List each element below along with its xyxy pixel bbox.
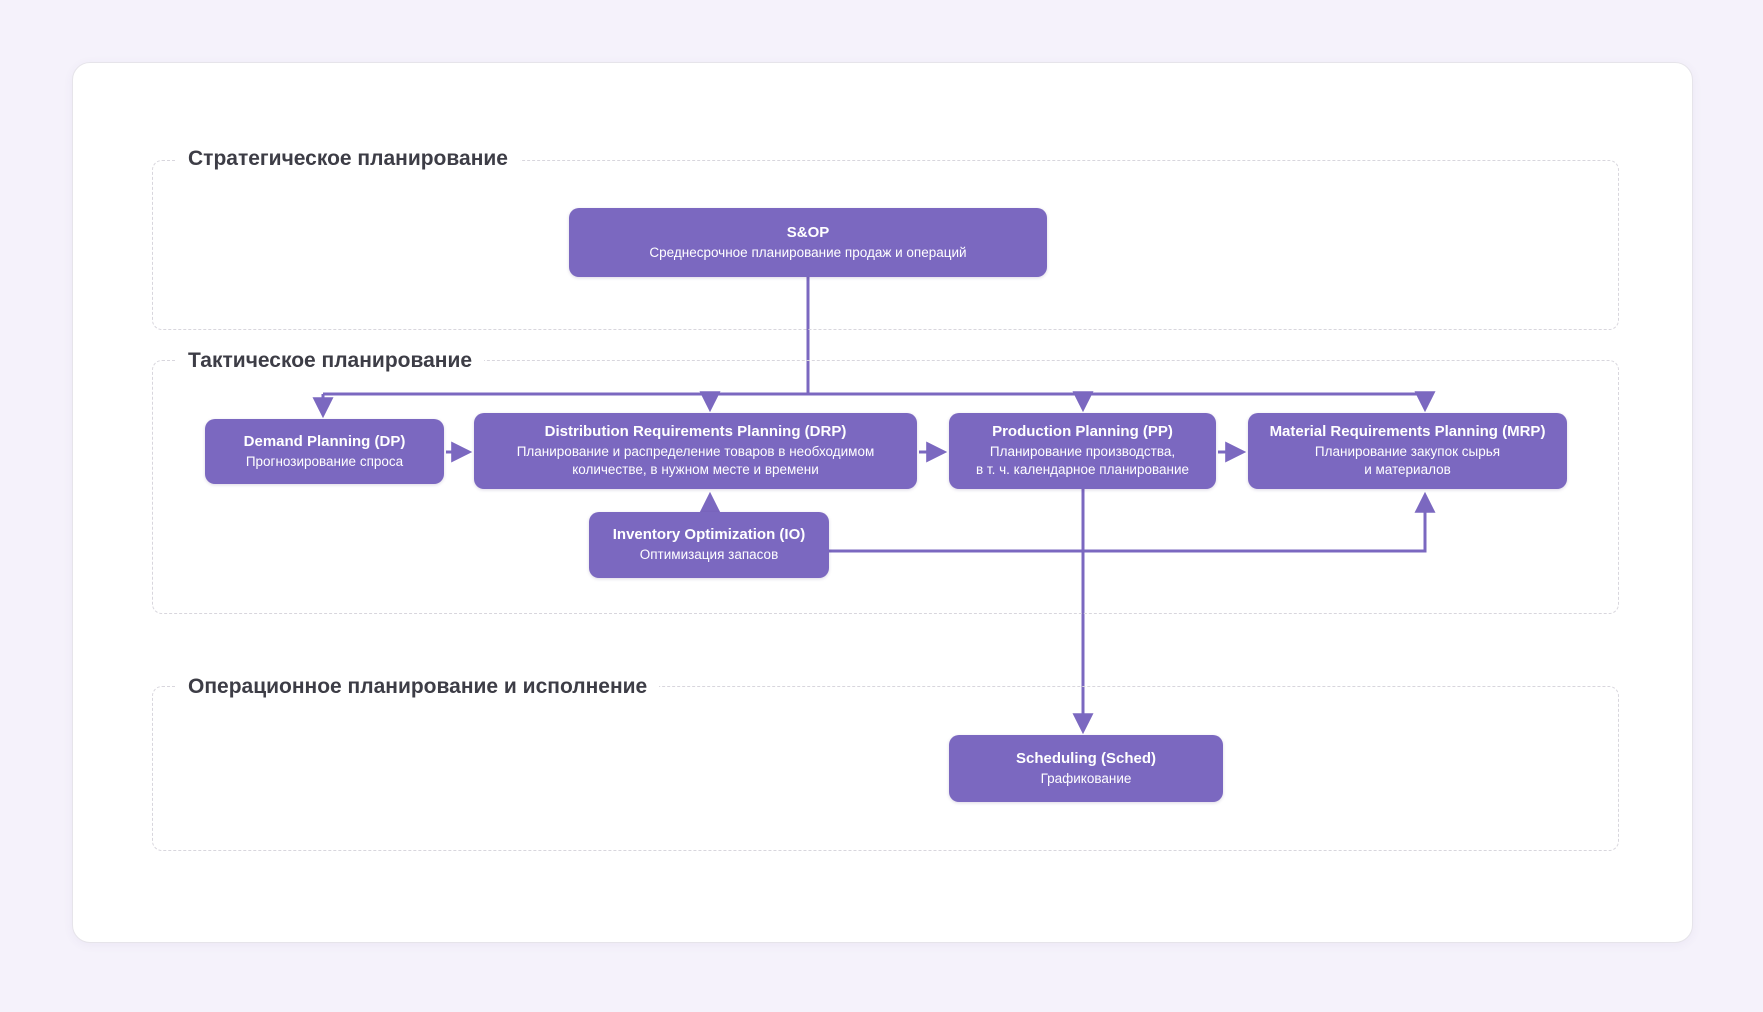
- node-io-subtitle: Оптимизация запасов: [639, 547, 779, 563]
- node-material-requirements-planning[interactable]: Material Requirements Planning (MRP) Пла…: [1248, 413, 1567, 489]
- section-title-tactical: Тактическое планирование: [176, 350, 485, 371]
- node-inventory-optimization[interactable]: Inventory Optimization (IO) Оптимизация …: [589, 512, 829, 578]
- node-pp-subtitle-line1: Планирование производства,: [989, 443, 1176, 459]
- section-title-strategic: Стратегическое планирование: [176, 148, 520, 169]
- node-drp-title: Distribution Requirements Planning (DRP): [544, 423, 847, 441]
- node-drp-subtitle-line2: количестве, в нужном месте и времени: [572, 462, 819, 478]
- node-production-planning[interactable]: Production Planning (PP) Планирование пр…: [949, 413, 1216, 489]
- node-pp-subtitle-line2: в т. ч. календарное планирование: [975, 462, 1190, 478]
- edge-io-to-mrp: [829, 491, 1436, 553]
- node-pp-title: Production Planning (PP): [992, 423, 1173, 441]
- node-distribution-requirements-planning[interactable]: Distribution Requirements Planning (DRP)…: [474, 413, 917, 489]
- node-mrp-subtitle-line2: и материалов: [1364, 462, 1451, 478]
- section-tactical-planning: [152, 360, 1619, 614]
- node-sched-title: Scheduling (Sched): [1015, 749, 1156, 767]
- node-sop-subtitle: Среднесрочное планирование продаж и опер…: [649, 244, 967, 260]
- section-strategic-planning: [152, 160, 1619, 330]
- node-dp-title: Demand Planning (DP): [243, 432, 406, 450]
- node-mrp-title: Material Requirements Planning (MRP): [1269, 423, 1546, 441]
- section-title-operational: Операционное планирование и исполнение: [176, 676, 660, 697]
- node-drp-subtitle-line1: Планирование и распределение товаров в н…: [516, 443, 875, 459]
- node-sop[interactable]: S&OP Среднесрочное планирование продаж и…: [569, 208, 1047, 277]
- node-dp-subtitle: Прогнозирование спроса: [245, 453, 404, 469]
- node-scheduling[interactable]: Scheduling (Sched) Графикование: [949, 735, 1223, 802]
- node-demand-planning[interactable]: Demand Planning (DP) Прогнозирование спр…: [205, 419, 444, 484]
- node-sop-title: S&OP: [786, 223, 830, 241]
- node-sched-subtitle: Графикование: [1040, 770, 1132, 786]
- node-mrp-subtitle-line1: Планирование закупок сырья: [1314, 443, 1501, 459]
- node-io-title: Inventory Optimization (IO): [612, 526, 806, 544]
- section-operational-planning: [152, 686, 1619, 851]
